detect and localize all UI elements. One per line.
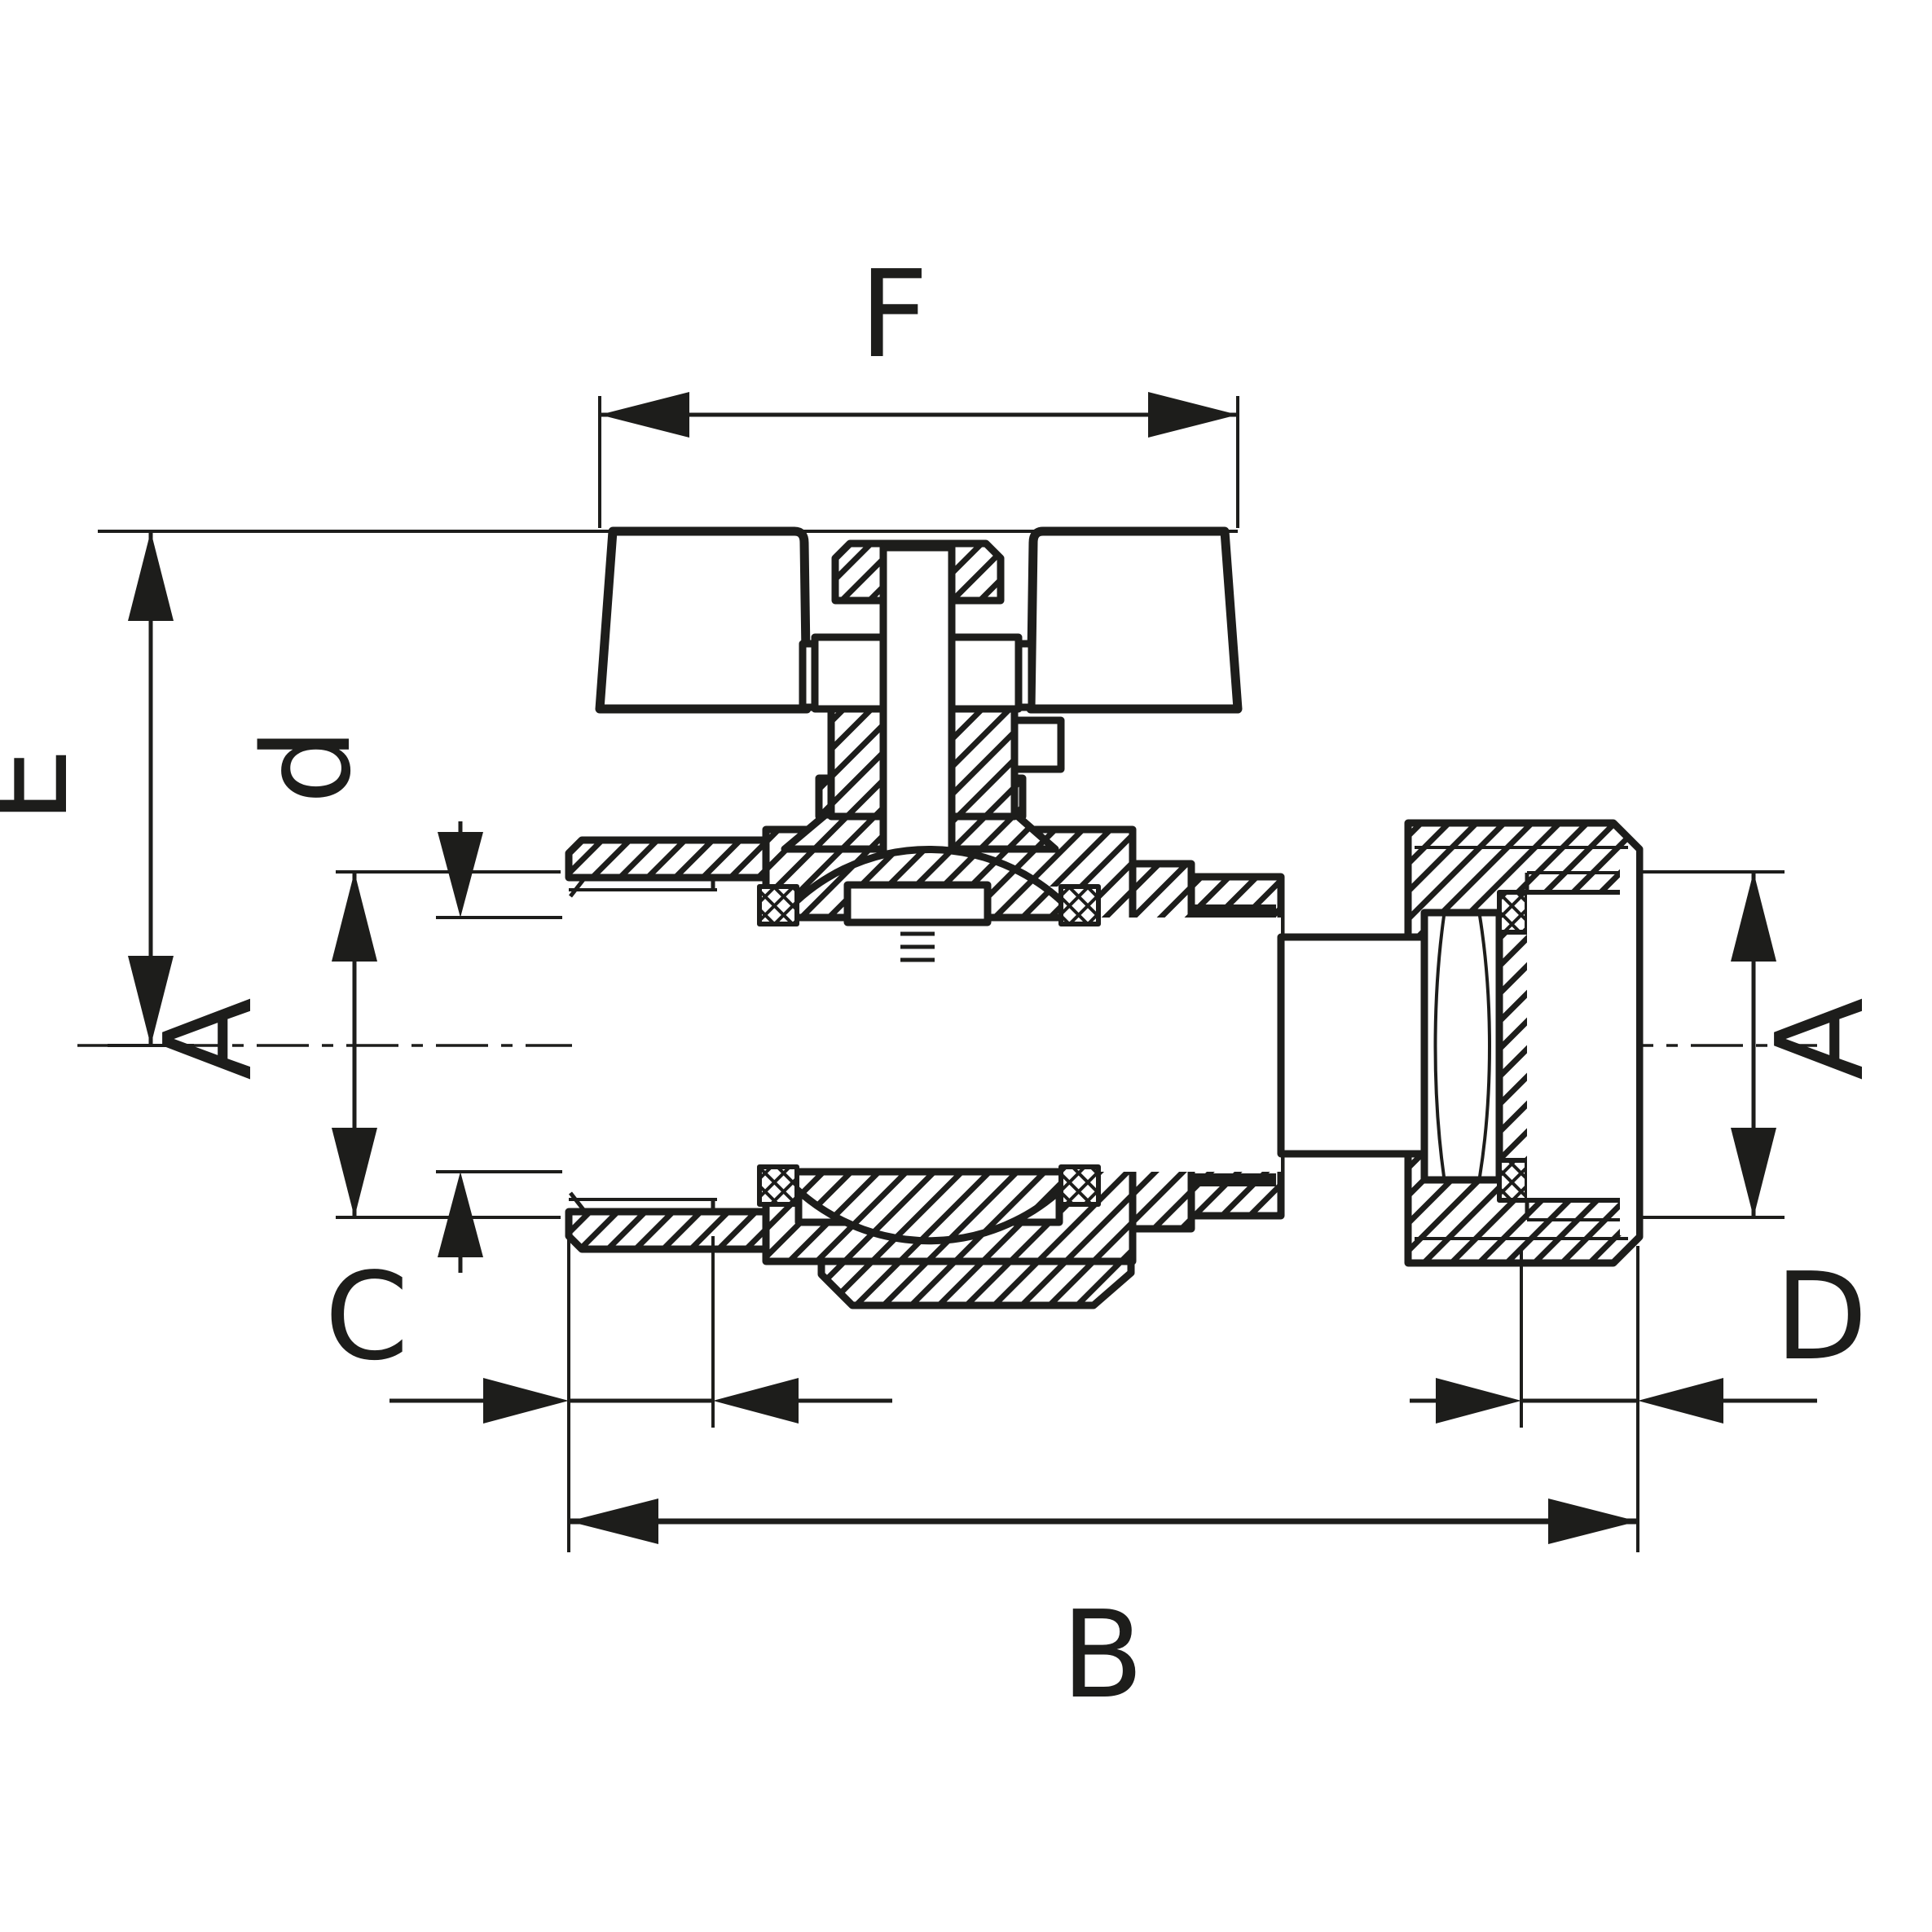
arrowhead-up	[438, 1172, 483, 1257]
bore-left-punch	[763, 918, 813, 1172]
valve-body-bottom-step	[817, 1257, 1135, 1309]
ball-seat-top-left	[757, 884, 799, 926]
port-mouth-chamfer-top	[569, 876, 587, 898]
arrowhead-right	[1148, 392, 1238, 438]
arrowhead-down	[332, 1128, 377, 1217]
arrowhead-left	[1638, 1378, 1723, 1424]
dim-C: C	[324, 1232, 892, 1552]
ball-seat-top-right	[1058, 884, 1101, 926]
stem-stop-tab	[1010, 716, 1065, 773]
port-mouth-chamfer-bottom	[569, 1191, 587, 1213]
tail-flange-profile-left	[1433, 915, 1446, 1177]
dim-label-A-left: A	[139, 997, 279, 1080]
dim-label-C: C	[324, 1247, 408, 1387]
arrowhead-left	[569, 1499, 658, 1544]
nut-end-face	[1620, 851, 1636, 1235]
dim-label-F: F	[859, 244, 928, 385]
tail-flange-profile-right	[1478, 915, 1491, 1177]
arrowhead-down	[128, 956, 174, 1045]
arrowhead-up	[1731, 872, 1776, 962]
dim-B: B	[569, 1499, 1638, 1725]
stub-thread-root-top	[1195, 904, 1276, 918]
stem-gland-left	[827, 703, 887, 821]
stem-foot	[843, 881, 992, 926]
arrowhead-left	[713, 1378, 799, 1424]
stem-gland-right	[948, 703, 1019, 821]
arrowhead-right	[483, 1378, 569, 1424]
tail-neck	[1277, 933, 1428, 1158]
dim-label-E: E	[0, 747, 95, 824]
arrowhead-up	[332, 872, 377, 962]
arrowhead-right	[1548, 1499, 1638, 1544]
arrowhead-up	[128, 531, 174, 621]
dim-label-B: B	[1061, 1585, 1144, 1725]
gasket-top	[1497, 890, 1529, 935]
valve-stem	[879, 544, 956, 899]
arrowhead-down	[438, 832, 483, 918]
ball-chamber	[811, 887, 1096, 1204]
dim-label-D: D	[1775, 1247, 1868, 1387]
arrowhead-right	[1436, 1378, 1521, 1424]
port-bore	[572, 890, 766, 1199]
dim-label-d: d	[237, 728, 377, 804]
stub-thread-root-bottom	[1195, 1173, 1276, 1186]
dim-A-left: A	[139, 870, 561, 1219]
handle-left-wing	[595, 526, 812, 714]
dim-F: F	[598, 244, 1239, 528]
dim-D: D	[1410, 1246, 1868, 1552]
dim-label-A-right: A	[1750, 997, 1890, 1080]
left-port-bottom-wall	[565, 1208, 770, 1253]
handle-right-wing	[1026, 526, 1243, 714]
arrowhead-down	[1731, 1128, 1776, 1217]
nut-bore	[1527, 891, 1636, 1200]
arrowhead-left	[600, 392, 689, 438]
dim-E: E	[0, 531, 194, 1047]
ball-seat-bottom-left	[757, 1164, 799, 1207]
ball-seat-bottom-right	[1058, 1164, 1101, 1207]
dim-d: d	[237, 728, 562, 1273]
gasket-bottom	[1497, 1158, 1529, 1203]
bore-right-punch	[1094, 918, 1281, 1172]
ball-bottom-section	[776, 1168, 1082, 1245]
left-port-top-wall	[565, 836, 770, 882]
dim-A-right: A	[1643, 870, 1890, 1219]
